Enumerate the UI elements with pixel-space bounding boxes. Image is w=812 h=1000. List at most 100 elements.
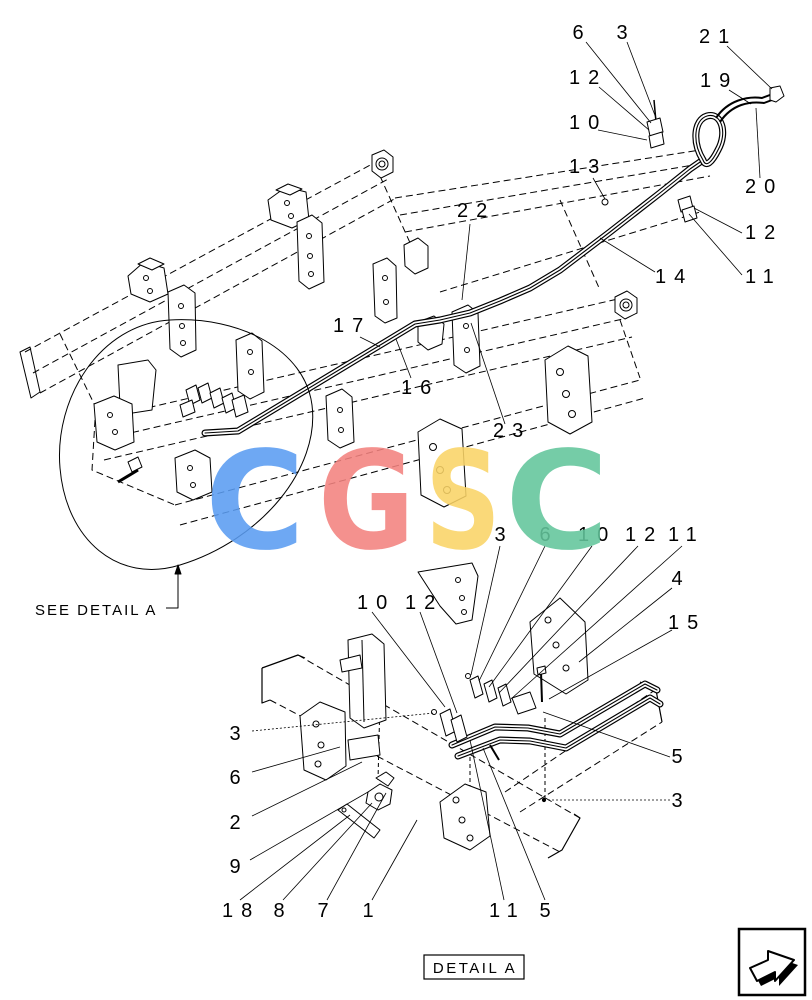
- rear-beam-end: [19, 346, 41, 399]
- part-callout: 21: [699, 26, 737, 48]
- plate-hole: [562, 664, 570, 672]
- part-callout: 13: [569, 156, 607, 178]
- part-callout: 18: [222, 900, 260, 922]
- part-callout: 17: [333, 315, 371, 337]
- leader-line: [326, 792, 387, 901]
- leader-line: [359, 336, 381, 348]
- pivot-bore: [619, 298, 633, 312]
- hanger-plate: [93, 395, 135, 451]
- rear-cross-tube: [394, 149, 701, 199]
- clamp: [127, 456, 143, 473]
- hanger-plate: [235, 332, 265, 400]
- lift-bracket-hole: [443, 486, 451, 494]
- see-detail-reference: SEE DETAIL A: [35, 602, 157, 619]
- next-page-arrow-face[interactable]: [749, 950, 795, 982]
- lift-bracket-hole: [556, 368, 564, 376]
- main-view-callouts: 6 3 21 12 19 10 13 20 22 12 14 11 17 16 …: [333, 22, 775, 442]
- watermark-letter: S: [425, 423, 501, 581]
- hanger-hole: [306, 233, 312, 239]
- spacer-plate: [347, 734, 381, 761]
- hydraulic-hose-bundle: [204, 159, 704, 434]
- pivot-boss: [614, 290, 638, 320]
- part-callout: 7: [318, 900, 337, 922]
- hanger-hole: [382, 275, 388, 281]
- detail-callout-arrowhead: [174, 564, 182, 575]
- hydraulic-hose-bundle: [451, 683, 658, 746]
- detail-title: DETAIL A: [433, 960, 517, 977]
- hanger-plate: [325, 388, 355, 449]
- bracket-cap: [137, 257, 165, 271]
- leader-line: [592, 177, 606, 200]
- part-callout: 8: [274, 900, 293, 922]
- leader-line: [419, 611, 458, 714]
- detail-tube: [519, 721, 663, 813]
- plate-hole: [312, 720, 320, 728]
- part-callout: 2: [230, 812, 249, 834]
- hanger-hole: [463, 323, 469, 329]
- next-page-button[interactable]: [737, 927, 807, 997]
- u-clamp: [375, 771, 395, 787]
- clamp-bracket: [231, 394, 249, 418]
- clamp-handle: [117, 468, 139, 484]
- next-page-arrow-icon[interactable]: [749, 950, 798, 986]
- hanger-hole: [180, 340, 186, 346]
- nut: [431, 709, 437, 715]
- bracket-hole: [284, 200, 290, 206]
- leader-line: [482, 747, 546, 901]
- plate-hole: [552, 641, 560, 649]
- leader-line: [599, 237, 656, 273]
- bracket-hole: [143, 275, 149, 281]
- hose-clip: [185, 384, 201, 406]
- leader-line: [478, 545, 546, 682]
- detail-beam: [261, 654, 306, 669]
- leader-dot: [541, 797, 547, 803]
- plate-hole: [544, 616, 552, 624]
- plate-hole: [461, 609, 467, 615]
- crossbar-bracket: [403, 237, 429, 275]
- hanger-hole: [247, 349, 253, 355]
- part-callout: 19: [700, 70, 738, 92]
- frame-outline: [619, 319, 641, 379]
- leader-line: [585, 41, 652, 124]
- leader-line: [510, 545, 683, 700]
- part-callout: 22: [457, 200, 495, 222]
- hanger-hole: [248, 369, 254, 375]
- leader-line: [498, 545, 639, 694]
- leader-line: [371, 819, 418, 901]
- part-callout: 12: [569, 67, 607, 89]
- bolt-head: [536, 665, 547, 676]
- rear-beam: [32, 177, 391, 374]
- hose-coupler-tail: [719, 96, 781, 123]
- rear-beam: [24, 156, 386, 353]
- bolt: [653, 99, 657, 123]
- pivot-boss: [371, 149, 394, 179]
- part-callout: 10: [569, 112, 607, 134]
- detail-beam: [547, 813, 581, 859]
- hanger-plate: [372, 257, 398, 324]
- frame-outline: [559, 199, 601, 291]
- detail-callout-loop: [58, 319, 314, 570]
- screw: [489, 744, 500, 761]
- hanger-plate: [296, 214, 325, 290]
- support-post: [347, 633, 387, 729]
- leader-line: [470, 322, 506, 425]
- detail-callout-arrow: [166, 566, 179, 609]
- leader-line: [542, 711, 671, 758]
- detail-beam: [261, 668, 271, 704]
- front-beam: [99, 317, 628, 441]
- hanger-plate: [174, 449, 213, 501]
- leader-line: [728, 89, 752, 105]
- u-clamp-bore: [374, 792, 384, 802]
- mounting-plate: [417, 562, 479, 625]
- hose-coupler: [769, 85, 785, 103]
- watermark-letter: G: [318, 423, 415, 581]
- part-callout: 15: [668, 612, 706, 634]
- watermark-logo: C G S C: [205, 423, 609, 581]
- part-callout: 1: [363, 900, 382, 922]
- hanger-hole: [383, 299, 389, 305]
- leader-line: [251, 746, 341, 773]
- frame-outline: [91, 419, 176, 506]
- part-callout: 5: [540, 900, 559, 922]
